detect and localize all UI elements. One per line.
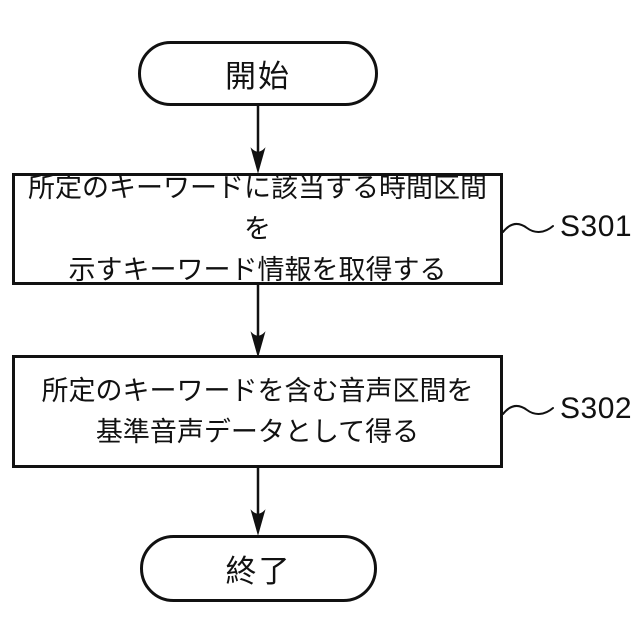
squiggle-s301 xyxy=(502,222,554,233)
end-terminal-label: 終了 xyxy=(225,554,292,589)
start-terminal: 開始 xyxy=(138,41,378,106)
process-step-s301: 所定のキーワードに該当する時間区間を 示すキーワード情報を取得する xyxy=(12,173,503,285)
step-label-s302: S302 xyxy=(560,392,633,425)
process-step-s302: 所定のキーワードを含む音声区間を 基準音声データとして得る xyxy=(12,355,503,468)
start-terminal-label: 開始 xyxy=(225,59,291,94)
process-step-s301-text: 所定のキーワードに該当する時間区間を 示すキーワード情報を取得する xyxy=(28,172,487,285)
arrow-s302-to-end-head xyxy=(250,509,266,536)
squiggle-s302 xyxy=(502,404,554,415)
step-label-s301: S301 xyxy=(560,210,633,243)
process-step-s302-text: 所定のキーワードを含む音声区間を 基準音声データとして得る xyxy=(41,375,474,447)
end-terminal: 終了 xyxy=(140,535,377,602)
arrow-s301-to-s302-head xyxy=(250,331,266,358)
